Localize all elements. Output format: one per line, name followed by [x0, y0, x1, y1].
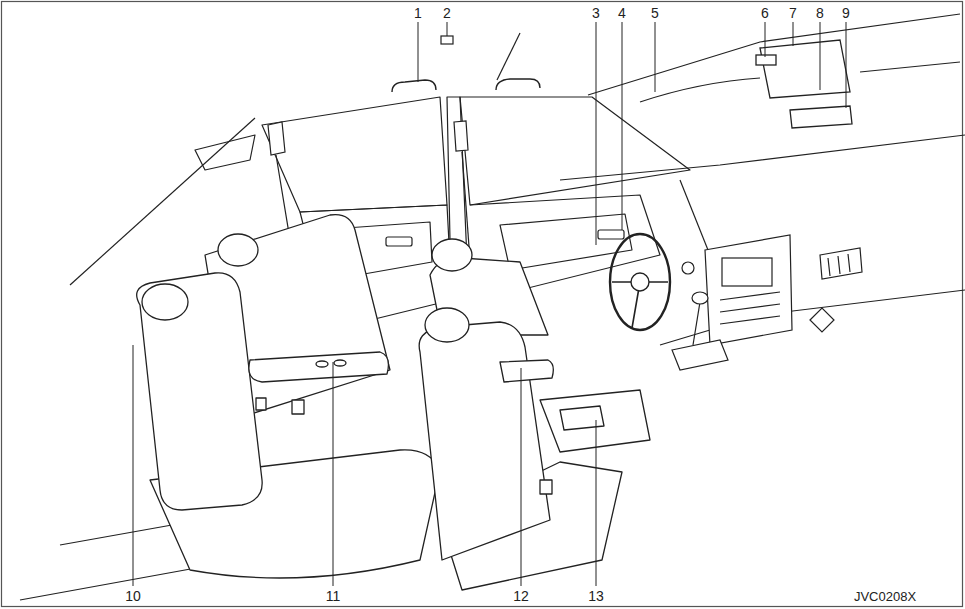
- car-body: [560, 135, 965, 180]
- dashboard: [828, 254, 850, 276]
- rear-seat: [334, 360, 346, 366]
- callout-number: 10: [125, 589, 141, 603]
- steering-wheel: [631, 273, 649, 291]
- callout-number: 5: [651, 6, 659, 20]
- car-body: [660, 290, 965, 345]
- grab-handle: [392, 79, 540, 92]
- coat-hook: [441, 36, 453, 44]
- callout-number: 12: [513, 589, 529, 603]
- dashboard: [722, 258, 772, 286]
- sun-visor: [756, 55, 776, 65]
- shift-lever: [672, 292, 728, 370]
- front-seat: [419, 239, 650, 590]
- shift-lever: [693, 302, 700, 345]
- door-handle: [386, 237, 412, 246]
- dashboard: [682, 262, 694, 274]
- leader-line: [846, 22, 847, 108]
- leader-line: [793, 22, 794, 46]
- car-body: [460, 97, 690, 205]
- leader-line: [418, 22, 419, 82]
- leader-line: [333, 362, 334, 586]
- leader-line: [133, 22, 846, 586]
- car-body: [20, 14, 965, 600]
- front-seat: [560, 406, 604, 430]
- car-body: [262, 97, 447, 212]
- callout-number: 8: [816, 6, 824, 20]
- grab-handle: [496, 79, 540, 90]
- leader-line: [596, 420, 597, 586]
- front-seat: [425, 308, 469, 342]
- front-seat: [432, 239, 472, 271]
- callout-number: 9: [842, 6, 850, 20]
- dashboard: [705, 235, 792, 345]
- leader-line: [133, 345, 134, 586]
- leader-line: [820, 22, 821, 90]
- grab-handle: [392, 80, 436, 92]
- seat-belt: [268, 122, 285, 155]
- leader-line: [655, 22, 656, 92]
- car-body: [195, 135, 255, 170]
- leader-line: [622, 22, 623, 230]
- car-body: [860, 62, 960, 72]
- rear-seat: [137, 215, 440, 578]
- rear-seat: [316, 361, 328, 367]
- sun-visor: [790, 106, 852, 128]
- sun-visor: [756, 40, 852, 128]
- figure-code: JVC0208X: [854, 590, 916, 603]
- car-body: [640, 78, 760, 102]
- callout-number: 13: [588, 589, 604, 603]
- rear-seat: [142, 284, 188, 320]
- callout-number: 7: [789, 6, 797, 20]
- rear-seat: [256, 398, 266, 410]
- dashboard: [820, 248, 862, 279]
- callout-number: 6: [761, 6, 769, 20]
- leader-line: [765, 22, 766, 57]
- steering-wheel: [610, 234, 670, 330]
- rear-seat: [249, 352, 389, 382]
- seat-belt: [454, 121, 468, 151]
- dashboard: [720, 292, 780, 324]
- rear-seat: [137, 273, 262, 510]
- front-seat: [419, 322, 550, 560]
- rear-seat: [292, 400, 304, 414]
- front-seat: [540, 390, 650, 452]
- rear-seat: [218, 234, 258, 266]
- shift-lever: [692, 292, 708, 304]
- door-handle: [386, 230, 624, 246]
- callout-number: 11: [326, 589, 341, 603]
- dashboard: [810, 308, 834, 332]
- car-body: [497, 33, 520, 80]
- leader-line: [447, 22, 448, 36]
- dashboard: [682, 235, 862, 345]
- door-handle: [598, 230, 624, 239]
- sun-visor: [760, 40, 850, 98]
- callout-number: 3: [592, 6, 600, 20]
- leader-line: [596, 22, 597, 245]
- leader-line: [521, 368, 522, 586]
- steering-wheel: [610, 234, 670, 330]
- front-seat: [500, 360, 553, 382]
- callout-number: 1: [414, 6, 422, 20]
- coat-hook: [441, 36, 453, 44]
- callout-number: 4: [618, 6, 626, 20]
- front-seat: [540, 480, 552, 494]
- callout-number: 2: [443, 6, 451, 20]
- shift-lever: [672, 340, 728, 370]
